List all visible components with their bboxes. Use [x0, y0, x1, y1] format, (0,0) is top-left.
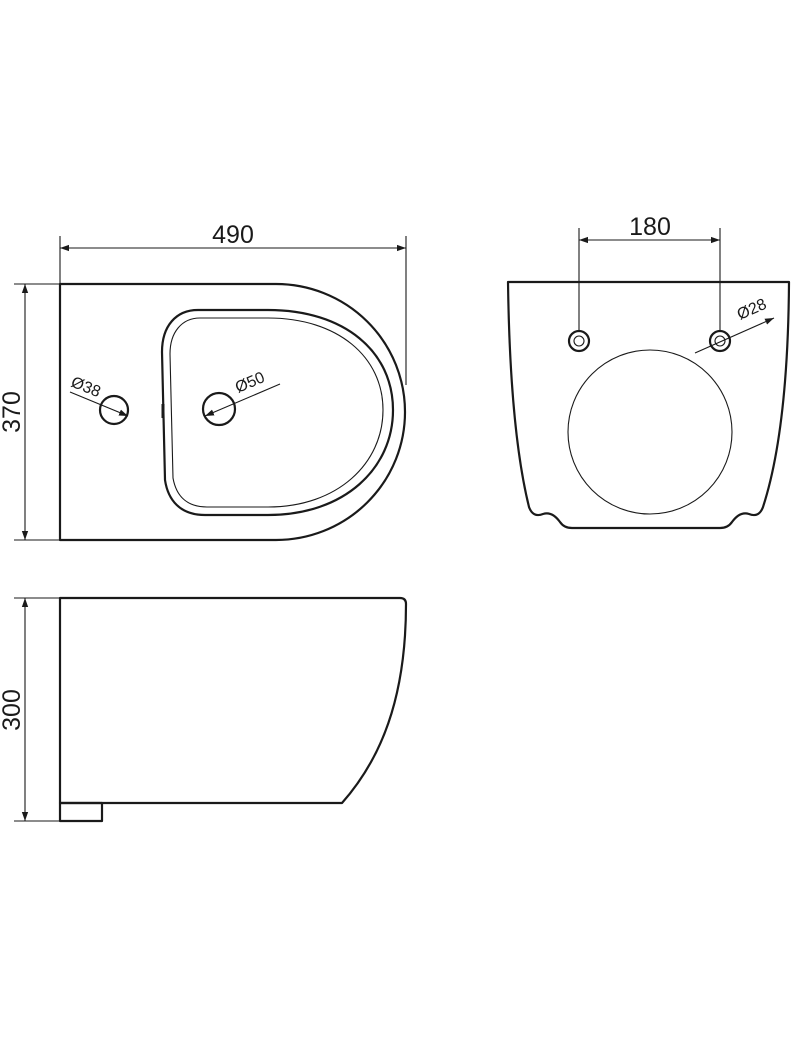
bolt-spacing-label: 180	[629, 213, 671, 241]
bowl-rim	[160, 308, 395, 517]
side-view: 300	[0, 596, 408, 823]
tap-hole	[98, 394, 130, 426]
inlet-opening	[567, 349, 733, 515]
tap-hole-label: Ø38	[69, 374, 104, 401]
bowl-inner	[169, 317, 384, 508]
bolt-hole-right-inner	[714, 335, 726, 347]
top-view-outline	[58, 282, 407, 542]
mounting-foot	[58, 801, 104, 823]
bolt-hole-left	[567, 329, 591, 353]
rear-view-outline	[506, 280, 791, 530]
side-view-outline	[58, 596, 408, 805]
bolt-hole-leader	[694, 317, 775, 354]
width-label: 490	[212, 221, 254, 249]
top-view: 490 370 Ø38 Ø50	[0, 221, 407, 542]
drain-label: Ø50	[233, 369, 268, 397]
bolt-hole-label: Ø28	[735, 296, 770, 324]
drain-leader	[204, 383, 281, 417]
bolt-hole-left-inner	[573, 335, 585, 347]
depth-label: 370	[0, 391, 26, 433]
drain-hole	[201, 391, 237, 427]
bolt-hole-right	[708, 329, 732, 353]
tap-hole-leader	[69, 391, 129, 417]
rear-view: 180 Ø28	[506, 213, 791, 530]
height-label: 300	[0, 689, 26, 731]
